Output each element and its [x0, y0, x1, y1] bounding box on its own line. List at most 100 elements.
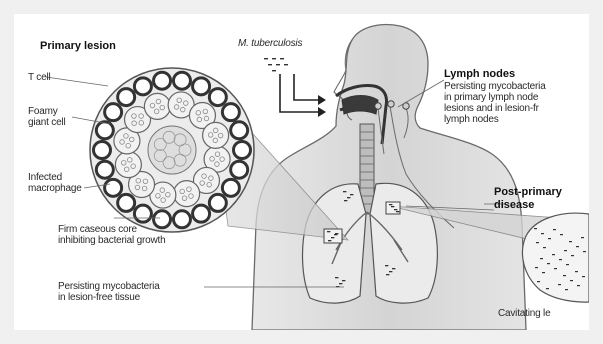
- mycobacterium: [335, 233, 338, 234]
- lymph-nodes-title: Lymph nodes: [444, 68, 515, 80]
- t-cell: [193, 78, 210, 95]
- primary-lesion-enlargement: [90, 68, 254, 232]
- t-cell: [193, 205, 210, 222]
- t-cell-label: T cell: [28, 72, 51, 83]
- primary-lesion-title: Primary lesion: [40, 40, 116, 52]
- mycobacterium: [576, 246, 579, 247]
- foamy-giant-cell: [203, 122, 229, 148]
- mycobacterium: [331, 237, 334, 238]
- mycobacterium: [546, 288, 549, 289]
- inhalation-arrows: [280, 74, 320, 112]
- mycobacterium: [559, 259, 562, 260]
- cavitating-lesion-label: Cavitating le: [498, 308, 550, 319]
- m-tuberculosis-label: M. tuberculosis: [238, 38, 302, 49]
- mycobacterium: [327, 231, 330, 232]
- mycobacterium: [272, 58, 276, 59]
- mycobacterium: [569, 241, 572, 242]
- mycobacterium: [392, 268, 395, 269]
- post-primary-title-1: Post-primary: [494, 186, 562, 198]
- mycobacterium: [583, 251, 586, 252]
- mycobacterium: [563, 275, 566, 276]
- mycobacterium: [548, 238, 551, 239]
- mycobacterium: [276, 64, 280, 65]
- mycobacterium: [535, 267, 538, 268]
- lesion-cells: [94, 72, 251, 228]
- mycobacterium: [394, 209, 397, 210]
- foamy-giant-cell: [115, 152, 141, 178]
- t-cell: [118, 194, 135, 211]
- mycobacterium: [391, 206, 394, 207]
- mycobacterium: [339, 283, 342, 284]
- mycobacterium: [540, 258, 543, 259]
- mycobacterium: [389, 271, 392, 272]
- t-cell: [173, 211, 190, 228]
- mycobacterium: [280, 58, 284, 59]
- mycobacterium: [566, 264, 569, 265]
- t-cell: [209, 194, 226, 211]
- mycobacterium: [344, 200, 347, 201]
- mycobacterium: [264, 58, 268, 59]
- airborne-bacteria: [264, 58, 288, 71]
- t-cell: [105, 104, 122, 121]
- mycobacterium: [272, 70, 276, 71]
- mycobacterium: [575, 271, 578, 272]
- post-primary-title-2: disease: [494, 199, 534, 211]
- mycobacterium: [547, 263, 550, 264]
- infected-macrophage-label-2: macrophage: [28, 183, 82, 194]
- mycobacterium: [386, 274, 389, 275]
- t-cell: [209, 89, 226, 106]
- mycobacterium: [543, 247, 546, 248]
- t-cell: [222, 104, 239, 121]
- caseous-core-label-1: Firm caseous core: [58, 224, 137, 235]
- mycobacterium: [350, 194, 353, 195]
- mycobacterium: [577, 285, 580, 286]
- mycobacterium: [542, 272, 545, 273]
- mycobacterium: [534, 228, 537, 229]
- t-cell: [173, 72, 190, 89]
- t-cell: [154, 211, 171, 228]
- lymph-nodes-desc-3: lesions and in lesion-fr: [444, 103, 539, 114]
- arrowhead: [318, 95, 326, 105]
- foamy-giant-cell: [144, 93, 170, 119]
- mycobacterium: [564, 250, 567, 251]
- arrowhead: [318, 107, 326, 117]
- mycobacterium: [268, 64, 272, 65]
- lymph-nodes-desc-1: Persisting mycobacteria: [444, 81, 546, 92]
- mycobacterium: [342, 280, 345, 281]
- t-cell: [154, 72, 171, 89]
- persisting-mycobacteria-label-2: in lesion-free tissue: [58, 292, 140, 303]
- mycobacterium: [582, 276, 585, 277]
- pharynx: [342, 96, 378, 115]
- mycobacterium: [554, 268, 557, 269]
- mycobacterium: [347, 197, 350, 198]
- infected-macrophage-label-1: Infected: [28, 172, 62, 183]
- lymph-nodes-desc-4: lymph nodes: [444, 114, 499, 125]
- t-cell: [96, 161, 113, 178]
- lymph-nodes-desc-2: in primary lymph node: [444, 92, 538, 103]
- mycobacterium: [581, 237, 584, 238]
- t-cell: [96, 122, 113, 139]
- t-cell: [222, 179, 239, 196]
- foamy-giant-cell-label-2: giant cell: [28, 117, 65, 128]
- lung-lesion-marker: [324, 229, 342, 243]
- caseous-core: [148, 126, 196, 174]
- t-cell: [105, 179, 122, 196]
- mycobacterium: [343, 191, 346, 192]
- t-cell: [234, 142, 251, 159]
- mycobacterium: [560, 234, 563, 235]
- mycobacterium: [284, 64, 288, 65]
- t-cell: [134, 78, 151, 95]
- mycobacterium: [553, 229, 556, 230]
- mycobacterium: [389, 204, 392, 205]
- mycobacterium: [541, 233, 544, 234]
- persisting-mycobacteria-label-1: Persisting mycobacteria: [58, 281, 160, 292]
- lymph-node: [388, 101, 394, 107]
- t-cell: [134, 205, 151, 222]
- mycobacterium: [570, 280, 573, 281]
- mycobacterium: [328, 240, 331, 241]
- mycobacterium: [335, 277, 338, 278]
- mycobacterium: [565, 289, 568, 290]
- caseous-core-label-2: inhibiting bacterial growth: [58, 235, 165, 246]
- mycobacterium: [385, 265, 388, 266]
- lymph-node: [375, 103, 381, 109]
